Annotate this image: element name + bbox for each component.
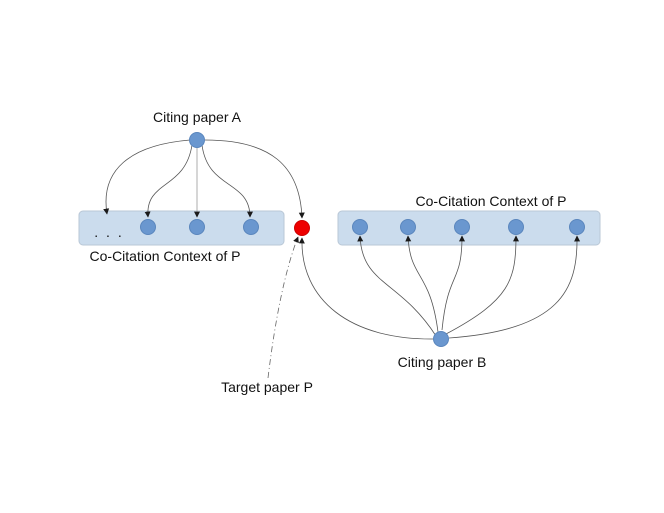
edge-a-to-left-node-1 (144, 144, 193, 218)
citing-paper-a-node (189, 132, 205, 148)
edge-a-to-ellipsis (103, 139, 191, 215)
edge-b-to-right-node-4 (445, 235, 519, 335)
edge-a-to-target (204, 139, 305, 219)
right-context-node (569, 219, 585, 235)
left-context-node (189, 219, 205, 235)
left-context-node (140, 219, 156, 235)
left-context-box (78, 210, 285, 246)
left-context-node (243, 219, 259, 235)
edge-b-to-target (298, 237, 435, 340)
edge-b-to-right-node-3 (441, 235, 465, 331)
target-paper-node (294, 220, 310, 236)
target-paper-label: Target paper P (221, 379, 313, 395)
left-context-label: Co-Citation Context of P (90, 248, 241, 264)
edge-b-to-right-node-1 (357, 235, 437, 337)
right-context-node (454, 219, 470, 235)
left-context-nodes (140, 219, 259, 235)
right-context-node (400, 219, 416, 235)
right-context-node (508, 219, 524, 235)
edge-a-to-left-node-3 (201, 144, 253, 218)
right-context-label: Co-Citation Context of P (416, 193, 567, 209)
citing-paper-b-label: Citing paper B (398, 354, 487, 370)
citing-paper-a-label: Citing paper A (153, 109, 242, 125)
citing-paper-b-node (433, 331, 449, 347)
citing-b-edges (298, 235, 581, 340)
edge-b-to-right-node-2 (405, 235, 439, 333)
left-context-ellipsis: . . . (94, 224, 123, 240)
target-pointer-line (267, 236, 299, 379)
edge-b-to-right-node-5 (448, 235, 581, 339)
citing-a-edges (103, 139, 305, 219)
right-context-nodes (352, 219, 585, 235)
right-context-node (352, 219, 368, 235)
